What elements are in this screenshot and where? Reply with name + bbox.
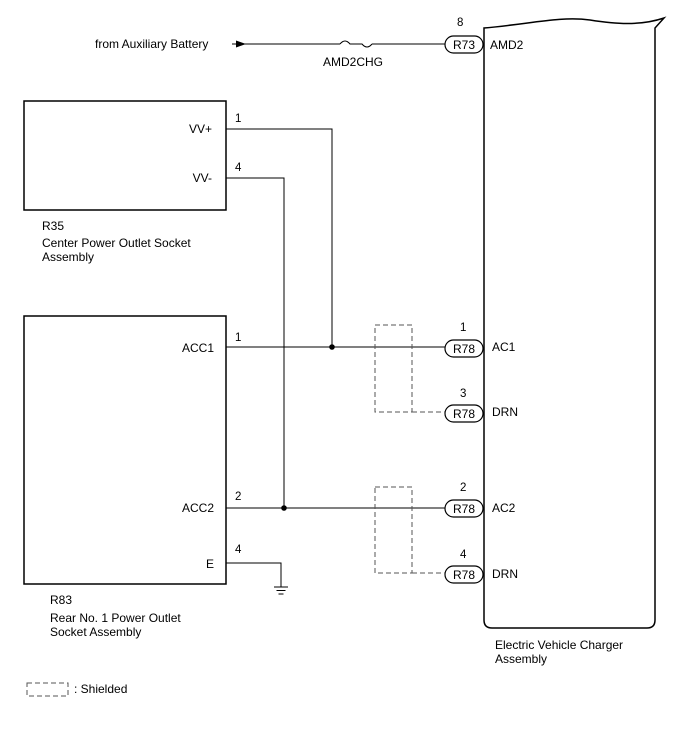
fuse-icon xyxy=(339,40,373,48)
connector-r78-ac2-label: R78 xyxy=(453,502,475,516)
center-socket-pin-vvplus-number: 1 xyxy=(235,113,241,125)
charger-pin-ac1-number: 1 xyxy=(460,322,466,334)
rear-socket-code: R83 xyxy=(50,593,72,607)
wire-vvminus xyxy=(226,177,285,508)
rear-socket-pin-acc2-label: ACC2 xyxy=(182,501,214,515)
center-socket-pin-vvplus-label: VV+ xyxy=(189,122,212,136)
connector-r78-drn2-label: R78 xyxy=(453,568,475,582)
center-socket-assembly: VV+ VV- 1 4 R35 Center Power Outlet Sock… xyxy=(23,100,242,264)
wire-vvplus xyxy=(226,128,333,347)
charger-pin-ac1-label: AC1 xyxy=(492,340,516,354)
connector-r78-drn1-label: R78 xyxy=(453,407,475,421)
charger-pin-drn2-number: 4 xyxy=(460,549,467,561)
rear-socket-pin-e-label: E xyxy=(206,557,214,571)
connector-r78-drn1 xyxy=(444,404,484,423)
charger-pin-drn2-label: DRN xyxy=(492,567,518,581)
connector-r73-label: R73 xyxy=(453,38,475,52)
center-socket-code: R35 xyxy=(42,219,64,233)
rear-socket-pin-e-number: 4 xyxy=(235,544,242,556)
rear-socket-name-line1: Rear No. 1 Power Outlet xyxy=(50,611,181,625)
charger-pin-amd2-number: 8 xyxy=(457,17,463,29)
charger-pin-amd2-label: AMD2 xyxy=(490,38,524,52)
rear-socket-pin-acc2-number: 2 xyxy=(235,491,241,503)
rear-socket-name-line2: Socket Assembly xyxy=(50,625,141,639)
center-socket-box xyxy=(23,100,227,211)
charger-name-line2: Assembly xyxy=(495,652,547,666)
legend: : Shielded xyxy=(26,682,127,697)
charger-pin-ac2-label: AC2 xyxy=(492,501,516,515)
junction-ac2 xyxy=(281,505,287,511)
connector-r78-ac1 xyxy=(444,339,484,358)
charger-pin-drn1-label: DRN xyxy=(492,405,518,419)
connector-r78-ac1-label: R78 xyxy=(453,342,475,356)
junction-ac1 xyxy=(329,344,335,350)
rear-socket-pin-acc1-number: 1 xyxy=(235,332,241,344)
rear-socket-box xyxy=(23,315,227,585)
shields xyxy=(374,324,445,574)
legend-shield-label: : Shielded xyxy=(74,682,127,696)
center-socket-name-line1: Center Power Outlet Socket xyxy=(42,236,191,250)
charger-assembly: Electric Vehicle Charger Assembly 8 R73 … xyxy=(444,16,667,666)
charger-pin-drn1-number: 3 xyxy=(460,388,466,400)
aux-feed-arrow xyxy=(236,40,246,48)
connector-r78-drn2 xyxy=(444,565,484,584)
wire-e-ground xyxy=(226,562,282,587)
shield-ac2 xyxy=(374,486,413,574)
wires xyxy=(226,128,445,587)
rear-socket-assembly: ACC1 ACC2 E 1 2 4 R83 Rear No. 1 Power O… xyxy=(23,315,242,639)
aux-battery-feed: from Auxiliary Battery AMD2CHG xyxy=(95,37,445,69)
shield-ac1 xyxy=(374,324,413,413)
charger-pin-ac2-number: 2 xyxy=(460,482,466,494)
legend-shield-swatch xyxy=(26,682,69,697)
fuse-label: AMD2CHG xyxy=(323,55,383,69)
ground-icon xyxy=(274,586,288,595)
center-socket-pin-vvminus-number: 4 xyxy=(235,162,242,174)
center-socket-pin-vvminus-label: VV- xyxy=(193,171,212,185)
charger-name-line1: Electric Vehicle Charger xyxy=(495,638,623,652)
charger-box xyxy=(483,16,667,629)
rear-socket-pin-acc1-label: ACC1 xyxy=(182,341,214,355)
center-socket-name-line2: Assembly xyxy=(42,250,94,264)
aux-battery-label: from Auxiliary Battery xyxy=(95,37,208,51)
